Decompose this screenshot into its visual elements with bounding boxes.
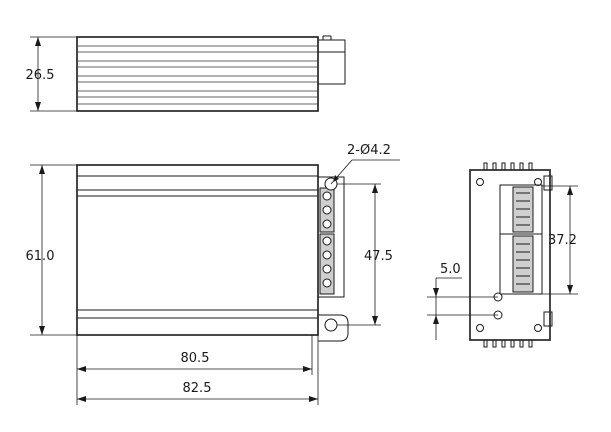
side-view-tab bbox=[543, 311, 553, 327]
terminal-screw bbox=[322, 236, 332, 246]
corner-screw bbox=[476, 324, 484, 332]
label-hole-spec: 2-Ø4.2 bbox=[347, 143, 391, 158]
label-top-height: 26.5 bbox=[26, 68, 55, 83]
side-view-fins-top bbox=[483, 162, 533, 171]
top-view: 26.5 bbox=[26, 35, 346, 112]
top-view-fins bbox=[77, 45, 318, 105]
terminal-screw bbox=[322, 250, 332, 260]
label-front-height: 61.0 bbox=[26, 249, 55, 264]
top-view-body bbox=[76, 36, 319, 112]
corner-screw bbox=[534, 324, 542, 332]
dim-inner-length bbox=[76, 335, 319, 405]
corner-screw bbox=[534, 178, 542, 186]
top-view-connector bbox=[317, 35, 346, 111]
leader-hole-spec bbox=[330, 159, 400, 185]
side-view-body bbox=[469, 169, 551, 341]
dim-overall-length bbox=[77, 396, 318, 402]
terminal-screw bbox=[322, 278, 332, 288]
label-side-height: 37.2 bbox=[548, 233, 577, 248]
dim-side-offset bbox=[427, 277, 498, 340]
dim-front-height bbox=[30, 164, 77, 336]
label-overall-length: 82.5 bbox=[183, 381, 212, 396]
front-view: 2-Ø4.2 61.0 47.5 80.5 bbox=[26, 143, 400, 405]
mount-hole-bottom bbox=[324, 318, 338, 332]
mount-tab-bottom bbox=[318, 314, 349, 342]
side-view-terminal-lower bbox=[499, 233, 543, 295]
label-side-offset: 5.0 bbox=[440, 262, 461, 277]
side-view-fins-bottom bbox=[483, 339, 533, 348]
label-mount-spacing: 47.5 bbox=[364, 249, 393, 264]
terminal-screw bbox=[322, 264, 332, 274]
dim-mount-spacing bbox=[337, 183, 381, 326]
terminal-screw bbox=[322, 205, 332, 215]
corner-screw bbox=[476, 178, 484, 186]
side-view: 37.2 5.0 bbox=[427, 162, 578, 348]
side-view-terminal-upper bbox=[499, 184, 543, 235]
side-view-tab bbox=[543, 175, 553, 191]
terminal-screw bbox=[322, 191, 332, 201]
dim-side-height bbox=[542, 185, 578, 295]
dim-top-height bbox=[30, 36, 77, 112]
front-view-terminal-block bbox=[317, 176, 345, 298]
label-inner-length: 80.5 bbox=[181, 351, 210, 366]
terminal-screw bbox=[322, 219, 332, 229]
